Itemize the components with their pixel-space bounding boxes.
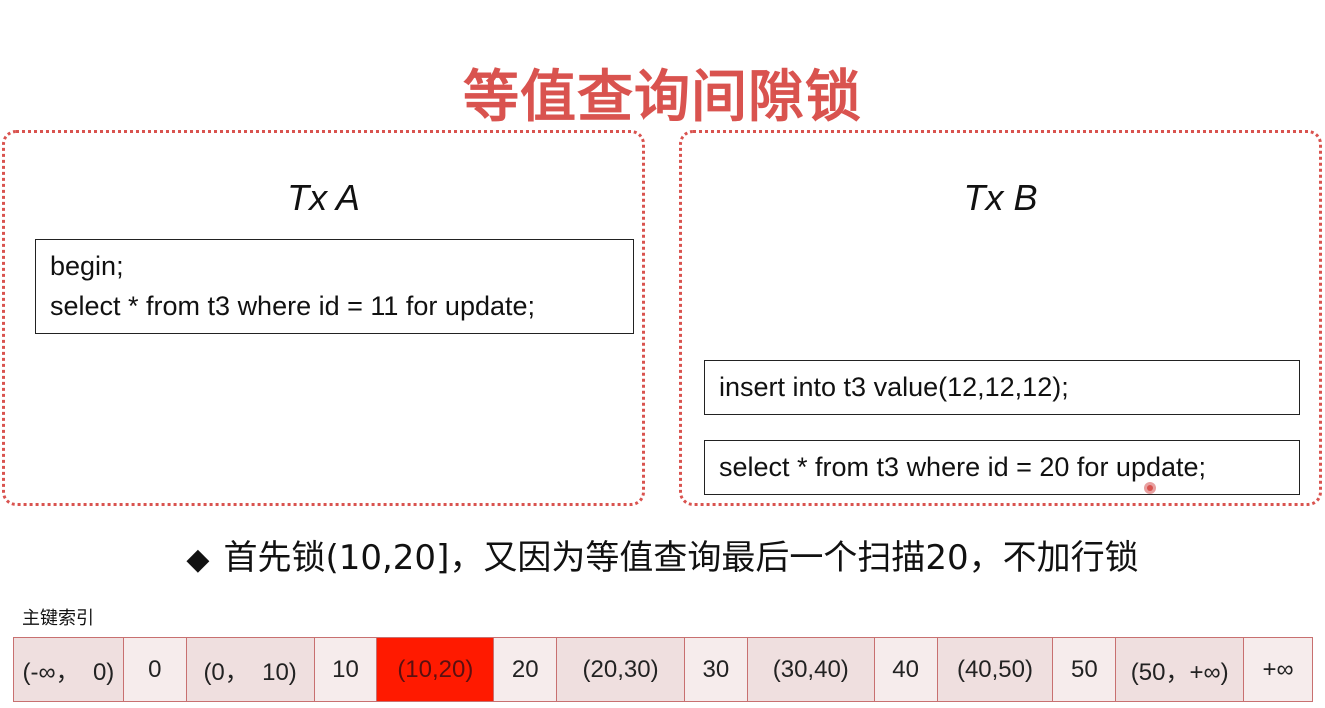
index-gap-cell: (30,40) — [747, 638, 875, 701]
tx-a-panel: Tx A begin; select * from t3 where id = 1… — [2, 130, 645, 506]
index-gap-cell: (-∞， 0) — [14, 638, 124, 701]
tx-a-code-line-select: select * from t3 where id = 11 for updat… — [50, 291, 536, 321]
index-gap-cell: (20,30) — [557, 638, 685, 701]
tx-b-title: Tx B — [963, 177, 1038, 218]
index-key-cell: 50 — [1053, 638, 1117, 701]
primary-key-index-row: (-∞， 0)0(0， 10)10(10,20)20(20,30)30(30,4… — [13, 637, 1313, 702]
index-label: 主键索引 — [22, 608, 94, 629]
tx-a-code-line-begin: begin; — [50, 251, 124, 281]
tx-a-code-box: begin; select * from t3 where id = 11 for… — [35, 239, 634, 334]
index-gap-cell: (40,50) — [937, 638, 1054, 701]
index-key-cell: 0 — [123, 638, 187, 701]
tx-b-select-box: select * from t3 where id = 20 for updat… — [704, 440, 1300, 495]
bullet-explanation: ◆ 首先锁(10,20]，又因为等值查询最后一个扫描20，不加行锁 — [0, 530, 1325, 579]
pointer-cursor-icon — [1144, 482, 1156, 494]
tx-b-insert-statement: insert into t3 value(12,12,12); — [719, 372, 1069, 402]
tx-b-panel: Tx B insert into t3 value(12,12,12); sel… — [679, 130, 1322, 506]
index-key-cell: 20 — [494, 638, 558, 701]
index-key-cell: 10 — [314, 638, 378, 701]
index-key-cell: 30 — [684, 638, 748, 701]
index-key-cell: +∞ — [1244, 638, 1312, 701]
tx-b-select-statement: select * from t3 where id = 20 for updat… — [719, 452, 1207, 482]
index-key-cell: 40 — [874, 638, 938, 701]
bullet-text: 首先锁(10,20]，又因为等值查询最后一个扫描20，不加行锁 — [223, 538, 1139, 578]
index-gap-cell: (50，+∞) — [1116, 638, 1245, 701]
locked-gap-cell: (10,20) — [377, 638, 495, 701]
diamond-bullet-icon: ◆ — [186, 542, 210, 577]
tx-b-insert-box: insert into t3 value(12,12,12); — [704, 360, 1300, 415]
index-gap-cell: (0， 10) — [186, 638, 315, 701]
slide-title: 等值查询间隙锁 — [463, 65, 862, 130]
tx-a-title: Tx A — [287, 177, 360, 218]
